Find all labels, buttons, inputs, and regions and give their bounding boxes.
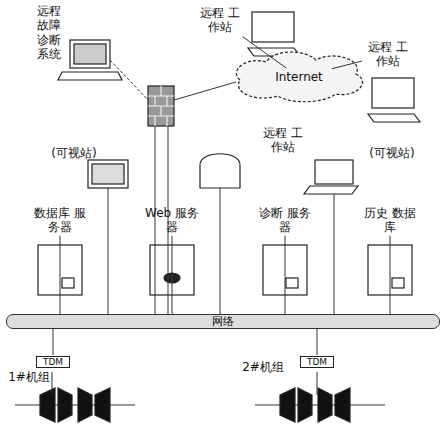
workstation-label: 远程 工作站 [196, 6, 244, 35]
system-label: 远程 故障 诊断 系统 [34, 4, 64, 62]
connector [60, 236, 61, 314]
workstation-icon [252, 12, 294, 42]
text-label: 远程 工作站 [258, 126, 308, 155]
connector [390, 236, 391, 314]
internet-cloud [236, 52, 362, 102]
acquisition-box: TDM [300, 356, 334, 368]
turbine-symbol [255, 388, 385, 422]
laptop-icon [315, 160, 353, 184]
firewall-icon [148, 86, 174, 126]
node-text: 远程 故障 诊断 系统 [34, 4, 64, 62]
monitor-icon [200, 154, 240, 188]
connector [285, 236, 286, 314]
connector [172, 236, 173, 314]
node-text: 远程 工作站 [364, 40, 412, 69]
node-text: 历史 数据库 [362, 206, 418, 235]
node-text: 网络 [7, 315, 439, 328]
node-text: 诊断 服务器 [256, 206, 314, 235]
server-label: 历史 数据库 [362, 206, 418, 235]
node-text: TDM [37, 357, 69, 367]
server-label: Web 服务器 [140, 206, 204, 235]
connector [332, 61, 362, 69]
node-text: 数据库 服务器 [32, 206, 88, 235]
turbine-symbol [15, 388, 135, 422]
text-label: (可视站) [362, 146, 422, 160]
node-text: Web 服务器 [140, 206, 204, 235]
text-label: (可视站) [44, 146, 104, 160]
server-label: 数据库 服务器 [32, 206, 88, 235]
text-label: 1#机组 [4, 370, 54, 384]
keyboard-icon [58, 72, 122, 80]
monitor-icon [70, 40, 110, 68]
monitor-icon [88, 160, 128, 188]
text-label: 2#机组 [236, 360, 290, 374]
wire [52, 60, 334, 395]
connector [243, 37, 286, 68]
cloud-label: Internet [268, 70, 330, 84]
workstation-label: 远程 工作站 [364, 40, 412, 69]
workstation-icon [372, 78, 414, 108]
acquisition-box: TDM [36, 356, 70, 368]
network-bus: 网络 [6, 314, 440, 329]
node-text: Internet [268, 70, 330, 84]
connector [317, 329, 318, 355]
node-text: 远程 工作站 [196, 6, 244, 35]
node-text: TDM [301, 357, 333, 367]
connector [53, 329, 54, 355]
server-label: 诊断 服务器 [256, 206, 314, 235]
